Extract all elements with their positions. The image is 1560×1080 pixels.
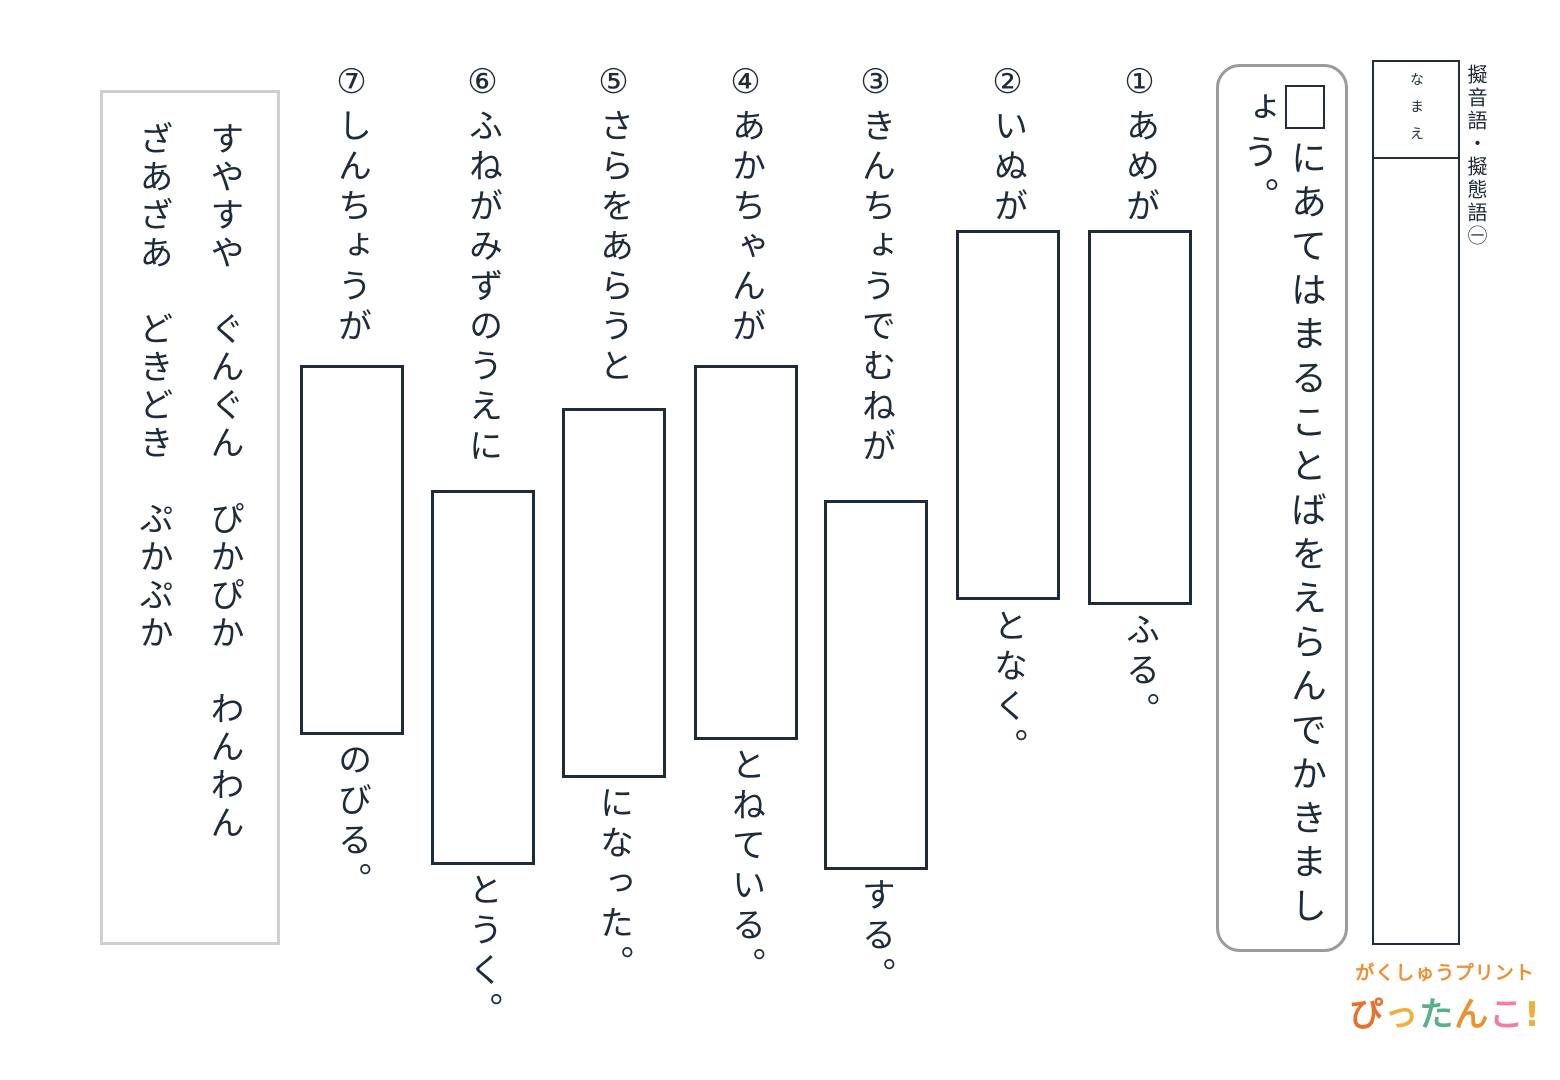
question-1-text-after: ふる。	[1119, 612, 1160, 732]
instruction-box: にあてはまることばをえらんでかきまし ょう。	[1216, 64, 1348, 952]
question-2-number: ②	[987, 62, 1028, 108]
question-3: ③きんちょうでむねが する。	[811, 62, 941, 1062]
answer-box-2[interactable]	[956, 230, 1060, 600]
question-1: ①あめが ふる。	[1075, 62, 1205, 1062]
question-5-text-before: ⑤さらをあらうと	[590, 62, 639, 388]
question-1-before-label: あめが	[1119, 108, 1160, 228]
question-7: ⑦しんちょうが のびる。	[287, 62, 417, 1062]
question-7-before-label: しんちょうが	[331, 108, 372, 348]
question-2-text-before: ②いぬが	[984, 62, 1033, 228]
instruction-line-2: ょう。	[1237, 89, 1278, 221]
blank-square-icon	[1285, 85, 1325, 129]
answer-box-5[interactable]	[562, 408, 666, 778]
question-5-before-label: さらをあらうと	[593, 108, 634, 388]
word-bank: すやすや ぐんぐん ぴかぴか わんわん ざあざあ どきどき ぷかぷか	[100, 90, 280, 945]
question-1-number: ①	[1119, 62, 1160, 108]
question-4-before-label: あかちゃんが	[725, 108, 766, 348]
question-4-number: ④	[725, 62, 766, 108]
answer-box-7[interactable]	[300, 365, 404, 735]
logo-title-text: ぴったんこ!	[1349, 995, 1541, 1035]
question-6-text-before: ⑥ふねがみずのうえに	[459, 62, 508, 468]
answer-box-3[interactable]	[824, 500, 928, 870]
name-box[interactable]: なまえ	[1372, 60, 1460, 945]
worksheet-title: 擬音語・擬態語㊀	[1464, 64, 1488, 248]
question-6-text-after: とうく。	[462, 872, 503, 1032]
answer-box-6[interactable]	[431, 490, 535, 865]
word-bank-column-1: すやすや ぐんぐん ぴかぴか わんわん	[204, 121, 244, 843]
question-7-number: ⑦	[331, 62, 372, 108]
instruction-line-1: にあてはまることばをえらんでかきまし	[1279, 85, 1331, 931]
word-bank-column-2: ざあざあ どきどき ぷかぷか	[133, 121, 173, 653]
question-3-text-after: する。	[855, 877, 896, 997]
instruction-text-1: にあてはまることばをえらんでかきまし	[1285, 139, 1326, 931]
question-2-text-after: となく。	[987, 608, 1028, 768]
question-6: ⑥ふねがみずのうえに とうく。	[418, 62, 548, 1062]
logo-brand-text: がくしゅうプリント	[1355, 962, 1535, 984]
question-6-before-label: ふねがみずのうえに	[462, 108, 503, 468]
answer-box-4[interactable]	[694, 365, 798, 740]
question-6-number: ⑥	[462, 62, 503, 108]
question-2-before-label: いぬが	[987, 108, 1028, 228]
question-4-text-before: ④あかちゃんが	[722, 62, 771, 348]
question-3-text-before: ③きんちょうでむねが	[852, 62, 901, 468]
question-1-text-before: ①あめが	[1116, 62, 1165, 228]
logo: がくしゅうプリント ぴったんこ!	[1340, 958, 1550, 1036]
question-7-text-after: のびる。	[331, 742, 372, 902]
question-3-number: ③	[855, 62, 896, 108]
question-4: ④あかちゃんが とねている。	[681, 62, 811, 1062]
name-label: なまえ	[1408, 72, 1424, 153]
name-divider	[1374, 157, 1458, 159]
question-2: ②いぬが となく。	[943, 62, 1073, 1062]
question-7-text-before: ⑦しんちょうが	[328, 62, 377, 348]
question-4-text-after: とねている。	[725, 747, 766, 987]
question-3-before-label: きんちょうでむねが	[855, 108, 896, 468]
answer-box-1[interactable]	[1088, 230, 1192, 605]
question-5: ⑤さらをあらうと になった。	[549, 62, 679, 1062]
question-5-text-after: になった。	[593, 785, 634, 985]
question-5-number: ⑤	[593, 62, 634, 108]
